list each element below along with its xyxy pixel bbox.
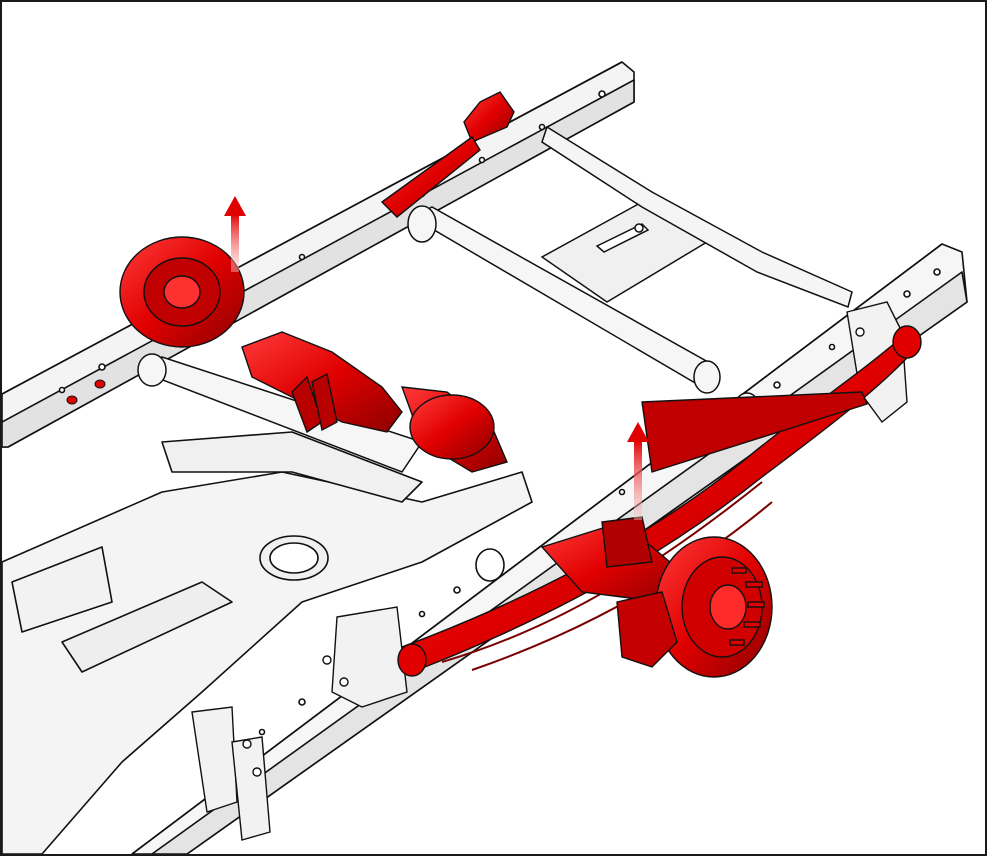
far-spring-shackle	[380, 91, 515, 218]
far-rail-detail	[66, 379, 106, 405]
near-axle-tube	[540, 516, 683, 603]
far-brake-drum	[119, 236, 245, 348]
near-frame-body	[2, 431, 533, 854]
rear-frame-end	[541, 125, 853, 308]
lift-arrow-left	[224, 196, 246, 272]
brake-caliper	[616, 591, 678, 668]
arrow-up-icon	[627, 422, 649, 442]
leaf-spring	[397, 325, 922, 677]
near-brake-rotor	[616, 536, 773, 678]
rear-crossmember	[407, 205, 721, 394]
far-frame-rail	[2, 61, 635, 448]
rear-axle-housing	[241, 331, 508, 473]
arrow-up-icon	[224, 196, 246, 216]
lift-arrow-right	[627, 422, 649, 520]
